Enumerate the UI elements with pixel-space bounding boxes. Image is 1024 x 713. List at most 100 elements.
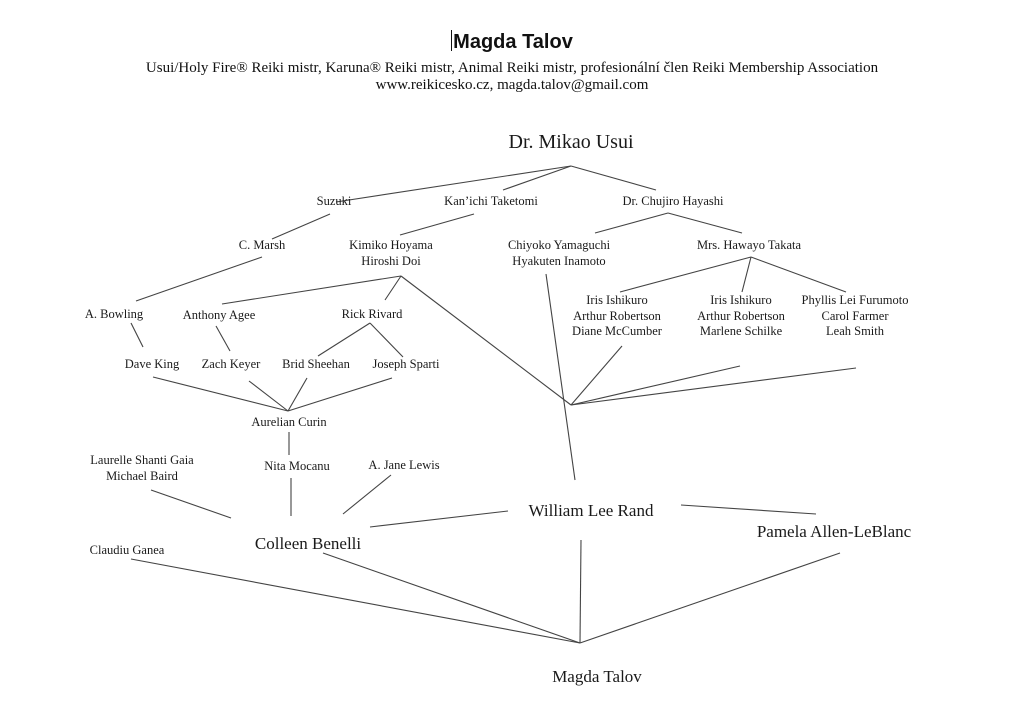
edge-usui-hayashi — [570, 165, 657, 191]
edge-hoyama-rivard — [384, 275, 402, 301]
document-subtitle: Usui/Holy Fire® Reiki mistr, Karuna® Rei… — [145, 60, 879, 76]
node-agee: Anthony Agee — [183, 308, 256, 324]
edge-taketomi-hoyama — [399, 213, 475, 236]
edge-benelli-talov — [322, 552, 581, 644]
edge-takata-ishikuro2 — [741, 256, 752, 293]
node-name: Colleen Benelli — [254, 534, 362, 553]
node-name: Anthony Agee — [182, 308, 256, 322]
edge-rand-leblanc — [680, 504, 817, 515]
edge-king-curin — [152, 376, 289, 412]
node-lewis: A. Jane Lewis — [368, 458, 439, 474]
node-name: Magda Talov — [552, 667, 642, 686]
edge-hoyama-rand — [400, 275, 572, 406]
node-name: Claudiu Ganea — [89, 543, 165, 557]
text-cursor — [451, 30, 453, 51]
edge-hoyama-agee — [221, 275, 402, 305]
edge-sheehan-curin — [287, 377, 308, 412]
node-name: Dave King — [124, 357, 180, 371]
node-rivard: Rick Rivard — [342, 307, 403, 323]
edge-usui-taketomi — [502, 165, 572, 191]
node-name: William Lee Rand — [528, 501, 654, 520]
node-name: A. Bowling — [84, 307, 144, 321]
node-name: Iris Ishikuro — [586, 293, 648, 307]
node-sparti: Joseph Sparti — [372, 357, 439, 373]
node-name: Diane McCumber — [572, 324, 662, 338]
edge-rand-talov — [579, 539, 582, 644]
node-name: Aurelian Curin — [251, 415, 327, 429]
node-name: Brid Sheehan — [282, 357, 350, 371]
node-benelli: Colleen Benelli — [255, 534, 361, 554]
edge-rand-benelli — [369, 510, 509, 528]
node-ganea: Claudiu Ganea — [90, 543, 165, 559]
node-rand: William Lee Rand — [529, 501, 654, 521]
edge-ishikuro2-rand — [570, 365, 741, 406]
edge-hayashi-takata — [667, 212, 743, 234]
node-bowling: A. Bowling — [85, 307, 143, 323]
node-name: Nita Mocanu — [264, 459, 330, 473]
edge-gaia-benelli — [150, 489, 232, 519]
edge-ganea-talov — [130, 558, 581, 644]
node-name: A. Jane Lewis — [368, 458, 440, 472]
document-title: Magda Talov — [0, 30, 1024, 54]
node-keyer: Zach Keyer — [202, 357, 261, 373]
node-name: C. Marsh — [238, 238, 286, 252]
edge-leblanc-talov — [579, 552, 841, 644]
node-leblanc: Pamela Allen-LeBlanc — [757, 522, 911, 542]
edge-agee-keyer — [215, 325, 231, 352]
edge-yamaguchi-rand — [545, 273, 576, 481]
node-name: Michael Baird — [106, 468, 178, 483]
node-name: Joseph Sparti — [372, 357, 440, 371]
node-hayashi: Dr. Chujiro Hayashi — [622, 194, 723, 210]
edge-usui-suzuki — [335, 165, 572, 203]
node-sheehan: Brid Sheehan — [282, 357, 350, 373]
node-marsh: C. Marsh — [239, 238, 286, 254]
node-name: Chiyoko Yamaguchi — [507, 238, 611, 252]
edge-marsh-bowling — [135, 256, 263, 302]
node-name: Zach Keyer — [201, 357, 261, 371]
edge-hayashi-yamaguchi — [594, 212, 669, 234]
node-mocanu: Nita Mocanu — [264, 459, 330, 475]
node-name: Suzuki — [316, 194, 352, 208]
edge-bowling-king — [130, 322, 144, 348]
node-name: Carol Farmer — [821, 308, 889, 323]
edge-rivard-sheehan — [317, 322, 371, 357]
node-name: Hiroshi Doi — [361, 253, 421, 268]
edge-sparti-curin — [287, 377, 393, 412]
edge-keyer-curin — [248, 380, 289, 412]
edge-suzuki-marsh — [271, 213, 331, 240]
node-usui: Dr. Mikao Usui — [509, 130, 634, 154]
node-takata: Mrs. Hawayo Takata — [697, 238, 801, 254]
node-name: Pamela Allen-LeBlanc — [756, 522, 912, 541]
node-name: Arthur Robertson — [697, 308, 785, 323]
node-name: Mrs. Hawayo Takata — [696, 238, 802, 252]
edge-rivard-sparti — [369, 322, 404, 358]
edge-furumoto-rand — [570, 367, 857, 406]
edge-takata-furumoto — [750, 256, 847, 293]
node-name: Kan’ichi Taketomi — [444, 194, 538, 208]
node-name: Kimiko Hoyama — [349, 238, 433, 252]
node-name: Rick Rivard — [341, 307, 403, 321]
node-name: Arthur Robertson — [573, 308, 661, 323]
edge-ishikuro1-rand — [570, 345, 623, 406]
edge-takata-ishikuro1 — [619, 256, 752, 293]
node-talov: Magda Talov — [552, 667, 642, 687]
node-name: Leah Smith — [826, 324, 884, 338]
node-suzuki: Suzuki — [317, 194, 352, 210]
node-name: Laurelle Shanti Gaia — [90, 453, 194, 467]
edge-lewis-benelli — [342, 474, 392, 515]
node-name: Marlene Schilke — [699, 324, 783, 338]
node-curin: Aurelian Curin — [251, 415, 326, 431]
document-contact: www.reikicesko.cz, magda.talov@gmail.com — [375, 77, 649, 93]
node-name: Dr. Chujiro Hayashi — [622, 194, 724, 208]
node-king: Dave King — [125, 357, 180, 373]
node-name: Phyllis Lei Furumoto — [801, 293, 909, 307]
node-taketomi: Kan’ichi Taketomi — [444, 194, 538, 210]
node-name: Hyakuten Inamoto — [512, 253, 606, 268]
